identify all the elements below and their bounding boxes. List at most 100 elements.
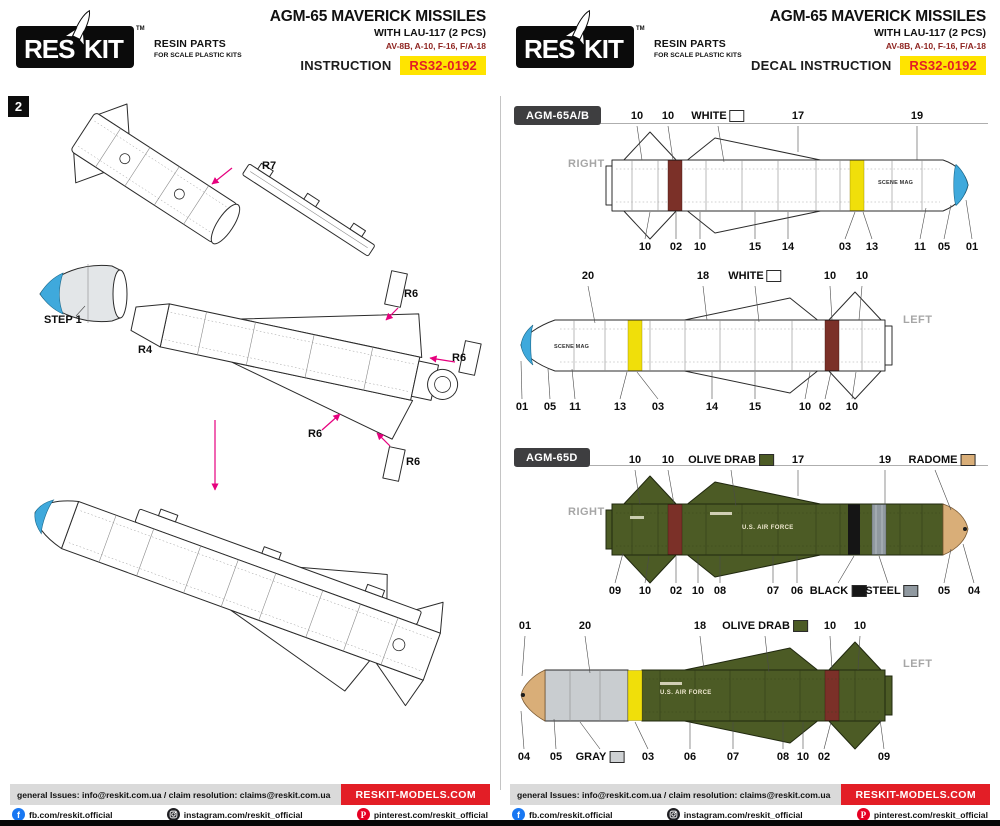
decal-callout: 18 — [693, 620, 707, 632]
agm65d-right-drawing — [605, 469, 975, 584]
pinterest-handle: P pinterest.com/reskit_official — [856, 808, 988, 821]
trademark: TM — [636, 26, 645, 32]
decal-callout-color: GRAY — [576, 751, 625, 763]
color-chip — [758, 454, 774, 466]
pinterest-icon: P — [356, 808, 370, 821]
decal-callout: 08 — [713, 585, 727, 597]
website-banner: RESKIT-MODELS.COM — [341, 784, 490, 805]
assembly-instruction-page: RES KIT TM RESIN PARTS FOR SCALE PLASTIC… — [8, 8, 490, 821]
decal-callout: 14 — [705, 401, 719, 413]
contact-emails: general Issues: info@reskit.com.ua / cla… — [517, 789, 831, 800]
trademark: TM — [136, 26, 145, 32]
decal-callout: 10 — [628, 454, 642, 466]
logo-text-res: RES — [24, 34, 75, 64]
decal-callout: 10 — [823, 270, 837, 282]
decal-callout: 19 — [910, 110, 924, 122]
facebook-handle: f fb.com/reskit.official — [12, 808, 113, 821]
decal-callout: 04 — [517, 751, 531, 763]
instagram-icon — [166, 808, 180, 821]
step-label: STEP 1 — [44, 314, 82, 326]
drawing-assembled-missile — [34, 499, 444, 707]
kit-code-badge: RS32-0192 — [400, 56, 486, 75]
section-tab-agm65ab: AGM-65A/B — [514, 106, 602, 125]
stencil-text: U.S. AIR FORCE — [742, 525, 794, 531]
part-label-r6: R6 — [406, 456, 421, 468]
instagram-url: instagram.com/reskit_official — [183, 809, 303, 820]
decal-callout: 02 — [817, 751, 831, 763]
header-right: RES KIT TM RESIN PARTS FOR SCALE PLASTIC… — [514, 6, 986, 90]
logo-text-kit: KIT — [584, 34, 624, 64]
stencil-text: SCENE MAG — [878, 180, 914, 186]
facebook-icon: f — [512, 808, 525, 821]
decal-callout: 09 — [877, 751, 891, 763]
instagram-handle: instagram.com/reskit_official — [666, 808, 803, 821]
decal-callout: 01 — [965, 241, 979, 253]
lau-rail-part — [242, 162, 375, 257]
leader-lines — [636, 125, 973, 240]
page-subtitle: WITH LAU-117 (2 PCS) — [373, 27, 486, 39]
assembly-drawings — [34, 103, 482, 707]
title-block: AGM-65 MAVERICK MISSILES WITH LAU-117 (2… — [751, 8, 986, 75]
decal-callout: 10 — [630, 110, 644, 122]
decal-callout: 05 — [937, 585, 951, 597]
r6-fin-parts — [382, 270, 482, 482]
decal-callout: 13 — [865, 241, 879, 253]
decal-callout: 13 — [613, 401, 627, 413]
decal-callout: 10 — [855, 270, 869, 282]
brand-tagline: RESIN PARTS FOR SCALE PLASTIC KITS — [654, 38, 742, 59]
pinterest-handle: P pinterest.com/reskit_official — [356, 808, 488, 821]
doc-type-label: INSTRUCTION — [300, 58, 392, 73]
decal-callout: 05 — [937, 241, 951, 253]
decal-callout: 04 — [967, 585, 981, 597]
pinterest-url: pinterest.com/reskit_official — [873, 809, 988, 820]
reskit-logo: RES KIT TM — [16, 9, 145, 68]
color-chip — [960, 454, 976, 466]
decal-callout: 02 — [669, 585, 683, 597]
decal-callout: 03 — [838, 241, 852, 253]
page-title: AGM-65 MAVERICK MISSILES — [769, 8, 986, 25]
facebook-handle: f fb.com/reskit.official — [512, 808, 613, 821]
decal-callout: 09 — [608, 585, 622, 597]
page-subtitle: WITH LAU-117 (2 PCS) — [873, 27, 986, 39]
decal-callout: 02 — [818, 401, 832, 413]
agm65ab-left-drawing — [520, 285, 893, 400]
title-block: AGM-65 MAVERICK MISSILES WITH LAU-117 (2… — [270, 8, 486, 75]
decal-callout: 10 — [638, 241, 652, 253]
color-chip — [792, 620, 808, 632]
decal-callout: 20 — [581, 270, 595, 282]
decal-callout: 10 — [845, 401, 859, 413]
section-agm65ab: AGM-65A/B — [514, 106, 988, 125]
step-number-badge: 2 — [8, 96, 29, 117]
brand-line-1: RESIN PARTS — [154, 38, 227, 50]
part-label-r4: R4 — [138, 344, 153, 356]
decal-callout: 10 — [798, 401, 812, 413]
decal-callout: 01 — [518, 620, 532, 632]
brand-line-1: RESIN PARTS — [654, 38, 727, 50]
side-label: RIGHT — [568, 158, 605, 170]
decal-callout-color: BLACK — [810, 585, 867, 597]
color-chip — [729, 110, 745, 122]
color-chip — [766, 270, 782, 282]
decal-callout: 17 — [791, 110, 805, 122]
decal-callout-color: WHITE — [691, 110, 745, 122]
doc-type-label: DECAL INSTRUCTION — [751, 58, 892, 73]
side-label: LEFT — [903, 658, 933, 670]
decal-callout: 10 — [796, 751, 810, 763]
rocket-icon — [563, 9, 591, 49]
decal-instruction-page: RES KIT TM RESIN PARTS FOR SCALE PLASTIC… — [500, 0, 1000, 826]
color-chip — [609, 751, 625, 763]
instagram-handle: instagram.com/reskit_official — [166, 808, 303, 821]
contact-bar: general Issues: info@reskit.com.ua / cla… — [10, 784, 490, 805]
view-agm65d-right: RIGHT U.S. AIR FORCE 10 10 OLIVE DRAB 17… — [510, 452, 995, 602]
agm65d-left-drawing — [520, 635, 893, 750]
pinterest-url: pinterest.com/reskit_official — [373, 809, 488, 820]
view-agm65d-left: LEFT U.S. AIR FORCE 01 20 18 OLIVE DRAB … — [510, 618, 995, 768]
decal-callout: 20 — [578, 620, 592, 632]
facebook-url: fb.com/reskit.official — [29, 809, 113, 820]
facebook-url: fb.com/reskit.official — [529, 809, 613, 820]
pinterest-icon: P — [856, 808, 870, 821]
decal-callout: 10 — [691, 585, 705, 597]
color-chip — [851, 585, 867, 597]
decal-callout: 11 — [914, 241, 926, 253]
bottom-edge-bar — [0, 820, 1000, 826]
